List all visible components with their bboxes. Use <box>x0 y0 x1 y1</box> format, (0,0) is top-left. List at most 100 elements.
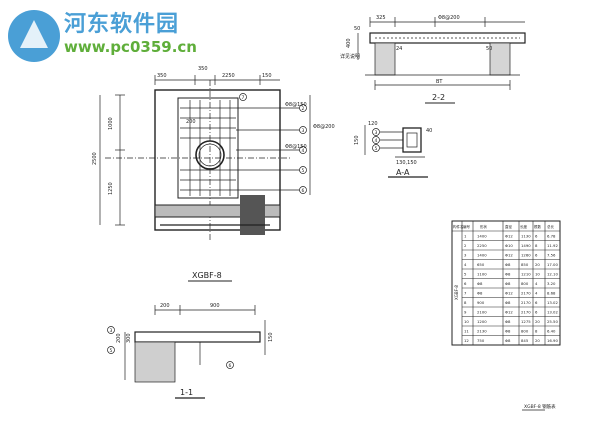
table-cell-no: 12 <box>464 338 469 343</box>
table-cell-dia: Φ8 <box>505 338 511 343</box>
table-cell-len: 1260 <box>521 253 531 258</box>
plan-title: XGBF-8 <box>192 271 222 280</box>
table-cell-shape: 2100 <box>477 310 487 315</box>
table-cell-count: 6 <box>535 310 538 315</box>
table-cell-dia: Φ8 <box>505 329 511 334</box>
s11-side-1: 200 <box>116 333 122 343</box>
table-cell-len: 845 <box>521 338 529 343</box>
s11-circle-5: 5 <box>110 348 113 354</box>
s22-dim-1: 325 <box>376 15 386 21</box>
table-header-member: 构件名 <box>453 224 464 229</box>
table-cell-no: 4 <box>464 262 467 267</box>
plan-dim-left-3: 1250 <box>108 182 114 195</box>
saa-dim-3: 150 <box>354 135 360 145</box>
saa-dim-4: 130,150 <box>396 160 417 166</box>
table-cell-dia: Φ8 <box>505 272 511 277</box>
table-cell-total: 3.20 <box>547 281 556 286</box>
plan-label-inner: 200 <box>186 119 196 125</box>
table-cell-no: 6 <box>464 281 467 286</box>
table-cell-len: 1130 <box>521 234 531 239</box>
table-cell-dia: Φ10 <box>505 243 513 248</box>
plan-label-right-2: Φ8@200 <box>313 124 335 130</box>
plan-circle-4: 4 <box>302 148 305 154</box>
s22-dim-3: 50 <box>486 46 492 52</box>
table-cell-len: 2170 <box>521 310 531 315</box>
plan-circle-5: 5 <box>302 168 305 174</box>
table-member-name: XGBF-8 <box>454 285 459 300</box>
section-a-a <box>364 125 428 178</box>
plan-view <box>99 75 311 240</box>
plan-circle-6: 6 <box>302 188 305 194</box>
table-cell-total: 12.10 <box>547 272 558 277</box>
table-cell-count: 20 <box>535 319 540 324</box>
table-cell-len: 1275 <box>521 319 531 324</box>
table-cell-total: 6.78 <box>547 234 556 239</box>
table-cell-dia: Φ12 <box>505 310 513 315</box>
watermark-title: 河东软件园 <box>64 12 180 37</box>
table-cell-no: 3 <box>464 253 467 258</box>
table-cell-len: 2170 <box>521 300 531 305</box>
plan-dim-left-2: 2500 <box>92 152 98 165</box>
plan-dim-top-3: 2250 <box>222 73 235 79</box>
table-cell-shape: 2130 <box>477 329 487 334</box>
table-cell-no: 1 <box>464 234 467 239</box>
table-cell-total: 25.50 <box>547 319 558 324</box>
table-cell-dia: Φ12 <box>505 253 513 258</box>
table-cell-len: 800 <box>521 329 529 334</box>
s22-title: 2-2 <box>432 93 445 102</box>
table-cell-no: 10 <box>464 319 469 324</box>
table-cell-no: 11 <box>464 329 469 334</box>
plan-dim-top-1: 350 <box>157 73 167 79</box>
table-cell-no: 5 <box>464 272 467 277</box>
saa-circle-5: 5 <box>375 146 378 152</box>
table-cell-shape: Φ8 <box>477 281 483 286</box>
table-cell-total: 7.56 <box>547 253 556 258</box>
table-header-total: 总长 <box>547 224 555 229</box>
table-cell-count: 20 <box>535 262 540 267</box>
saa-title: A-A <box>396 168 410 177</box>
s22-dim-2: Φ8@200 <box>438 15 460 21</box>
table-cell-total: 13.02 <box>547 300 558 305</box>
s22-side-3: 400 <box>346 38 352 48</box>
watermark-url: www.pc0359.cn <box>64 38 197 56</box>
table-cell-shape: 1200 <box>477 319 487 324</box>
table-cell-len: 800 <box>521 281 529 286</box>
table-cell-no: 2 <box>464 243 467 248</box>
s11-side-3: 150 <box>268 332 274 342</box>
table-cell-len: 1490 <box>521 243 531 248</box>
watermark-logo <box>8 10 60 62</box>
table-cell-shape: Φ8 <box>477 291 483 296</box>
table-cell-count: 8 <box>535 329 538 334</box>
plan-dim-top-4: 150 <box>262 73 272 79</box>
plan-dim-left-1: 1000 <box>108 117 114 130</box>
s22-side-1: 24 <box>396 46 402 52</box>
table-cell-len: 850 <box>521 262 529 267</box>
plan-dim-top-2: 350 <box>198 66 208 72</box>
table-footer: XGBF-8 钢筋表 <box>524 403 556 410</box>
table-cell-dia: Φ8 <box>505 262 511 267</box>
table-cell-dia: Φ8 <box>505 281 511 286</box>
table-cell-count: 8 <box>535 243 538 248</box>
table-cell-count: 4 <box>535 291 538 296</box>
table-cell-shape: 1400 <box>477 234 487 239</box>
table-cell-shape: 650 <box>477 262 485 267</box>
saa-dim-2: 40 <box>426 128 432 134</box>
section-1-1 <box>124 305 266 399</box>
table-header-dia: 直径 <box>505 224 513 229</box>
table-cell-total: 17.00 <box>547 262 558 267</box>
table-cell-total: 6.40 <box>547 329 556 334</box>
table-cell-shape: 1400 <box>477 253 487 258</box>
plan-circle-7: 7 <box>242 95 245 101</box>
table-cell-count: 6 <box>535 300 538 305</box>
table-cell-shape: 2250 <box>477 243 487 248</box>
plan-label-right-3: Φ8@150 <box>285 144 307 150</box>
table-cell-total: 13.02 <box>547 310 558 315</box>
plan-circle-2: 2 <box>302 106 305 112</box>
table-cell-total: 16.90 <box>547 338 558 343</box>
table-cell-total: 8.68 <box>547 291 556 296</box>
s11-circle-3: 3 <box>110 328 113 334</box>
table-cell-dia: Φ12 <box>505 291 513 296</box>
s11-side-2: 300 <box>126 333 132 343</box>
